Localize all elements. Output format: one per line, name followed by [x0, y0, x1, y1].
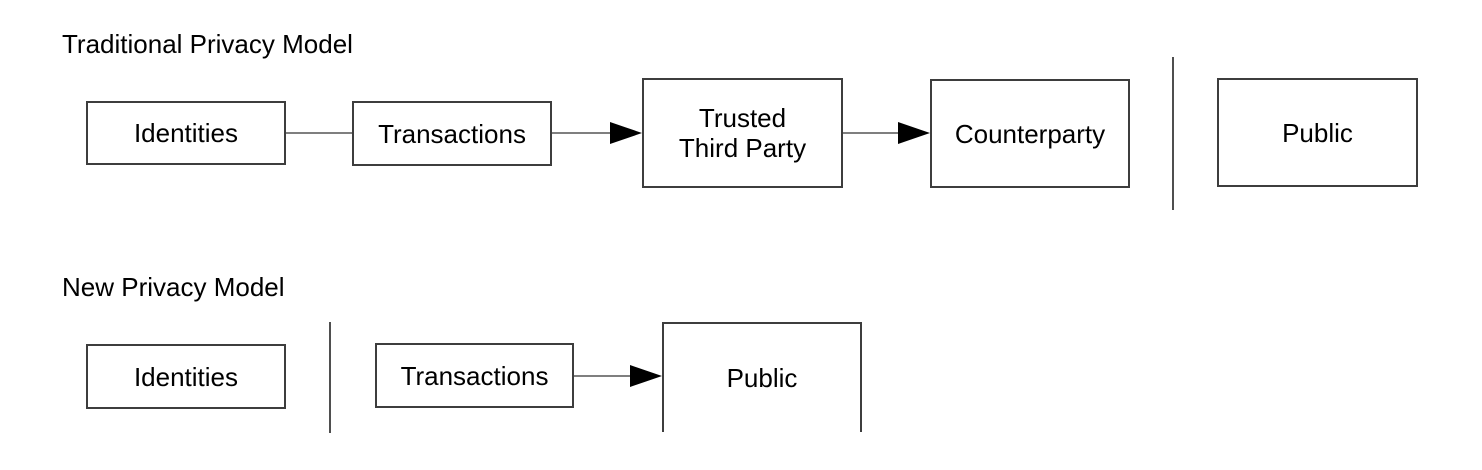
connector-identities-transactions: [286, 132, 352, 134]
privacy-boundary-divider: [329, 322, 331, 433]
traditional-model-title: Traditional Privacy Model: [62, 29, 353, 59]
arrowhead-right-icon: [630, 365, 662, 387]
new-model-title: New Privacy Model: [62, 272, 285, 302]
node-label: Public: [726, 363, 798, 393]
node-label: Public: [1282, 117, 1353, 148]
connector-ttp-counterparty: [843, 132, 898, 134]
node-label: Counterparty: [954, 118, 1106, 149]
node-label-line2: Third Party: [678, 133, 807, 163]
node-counterparty: Counterparty: [930, 79, 1130, 188]
node-label: Identities: [133, 361, 239, 392]
node-public-traditional: Public: [1217, 78, 1418, 187]
connector-transactions-public: [574, 375, 630, 377]
node-transactions-traditional: Transactions: [352, 101, 552, 166]
node-identities-traditional: Identities: [86, 101, 286, 165]
node-label: Transactions: [400, 360, 549, 391]
connector-transactions-ttp: [552, 132, 610, 134]
privacy-boundary-divider: [1172, 57, 1174, 210]
node-identities-new: Identities: [86, 344, 286, 409]
arrowhead-right-icon: [610, 122, 642, 144]
arrowhead-right-icon: [898, 122, 930, 144]
node-public-new: Public: [662, 322, 862, 432]
node-label-line1: Trusted: [698, 103, 787, 133]
node-trusted-third-party: Trusted Third Party: [642, 78, 843, 188]
node-transactions-new: Transactions: [375, 343, 574, 408]
node-label: Transactions: [378, 118, 526, 149]
node-label: Identities: [133, 118, 239, 148]
